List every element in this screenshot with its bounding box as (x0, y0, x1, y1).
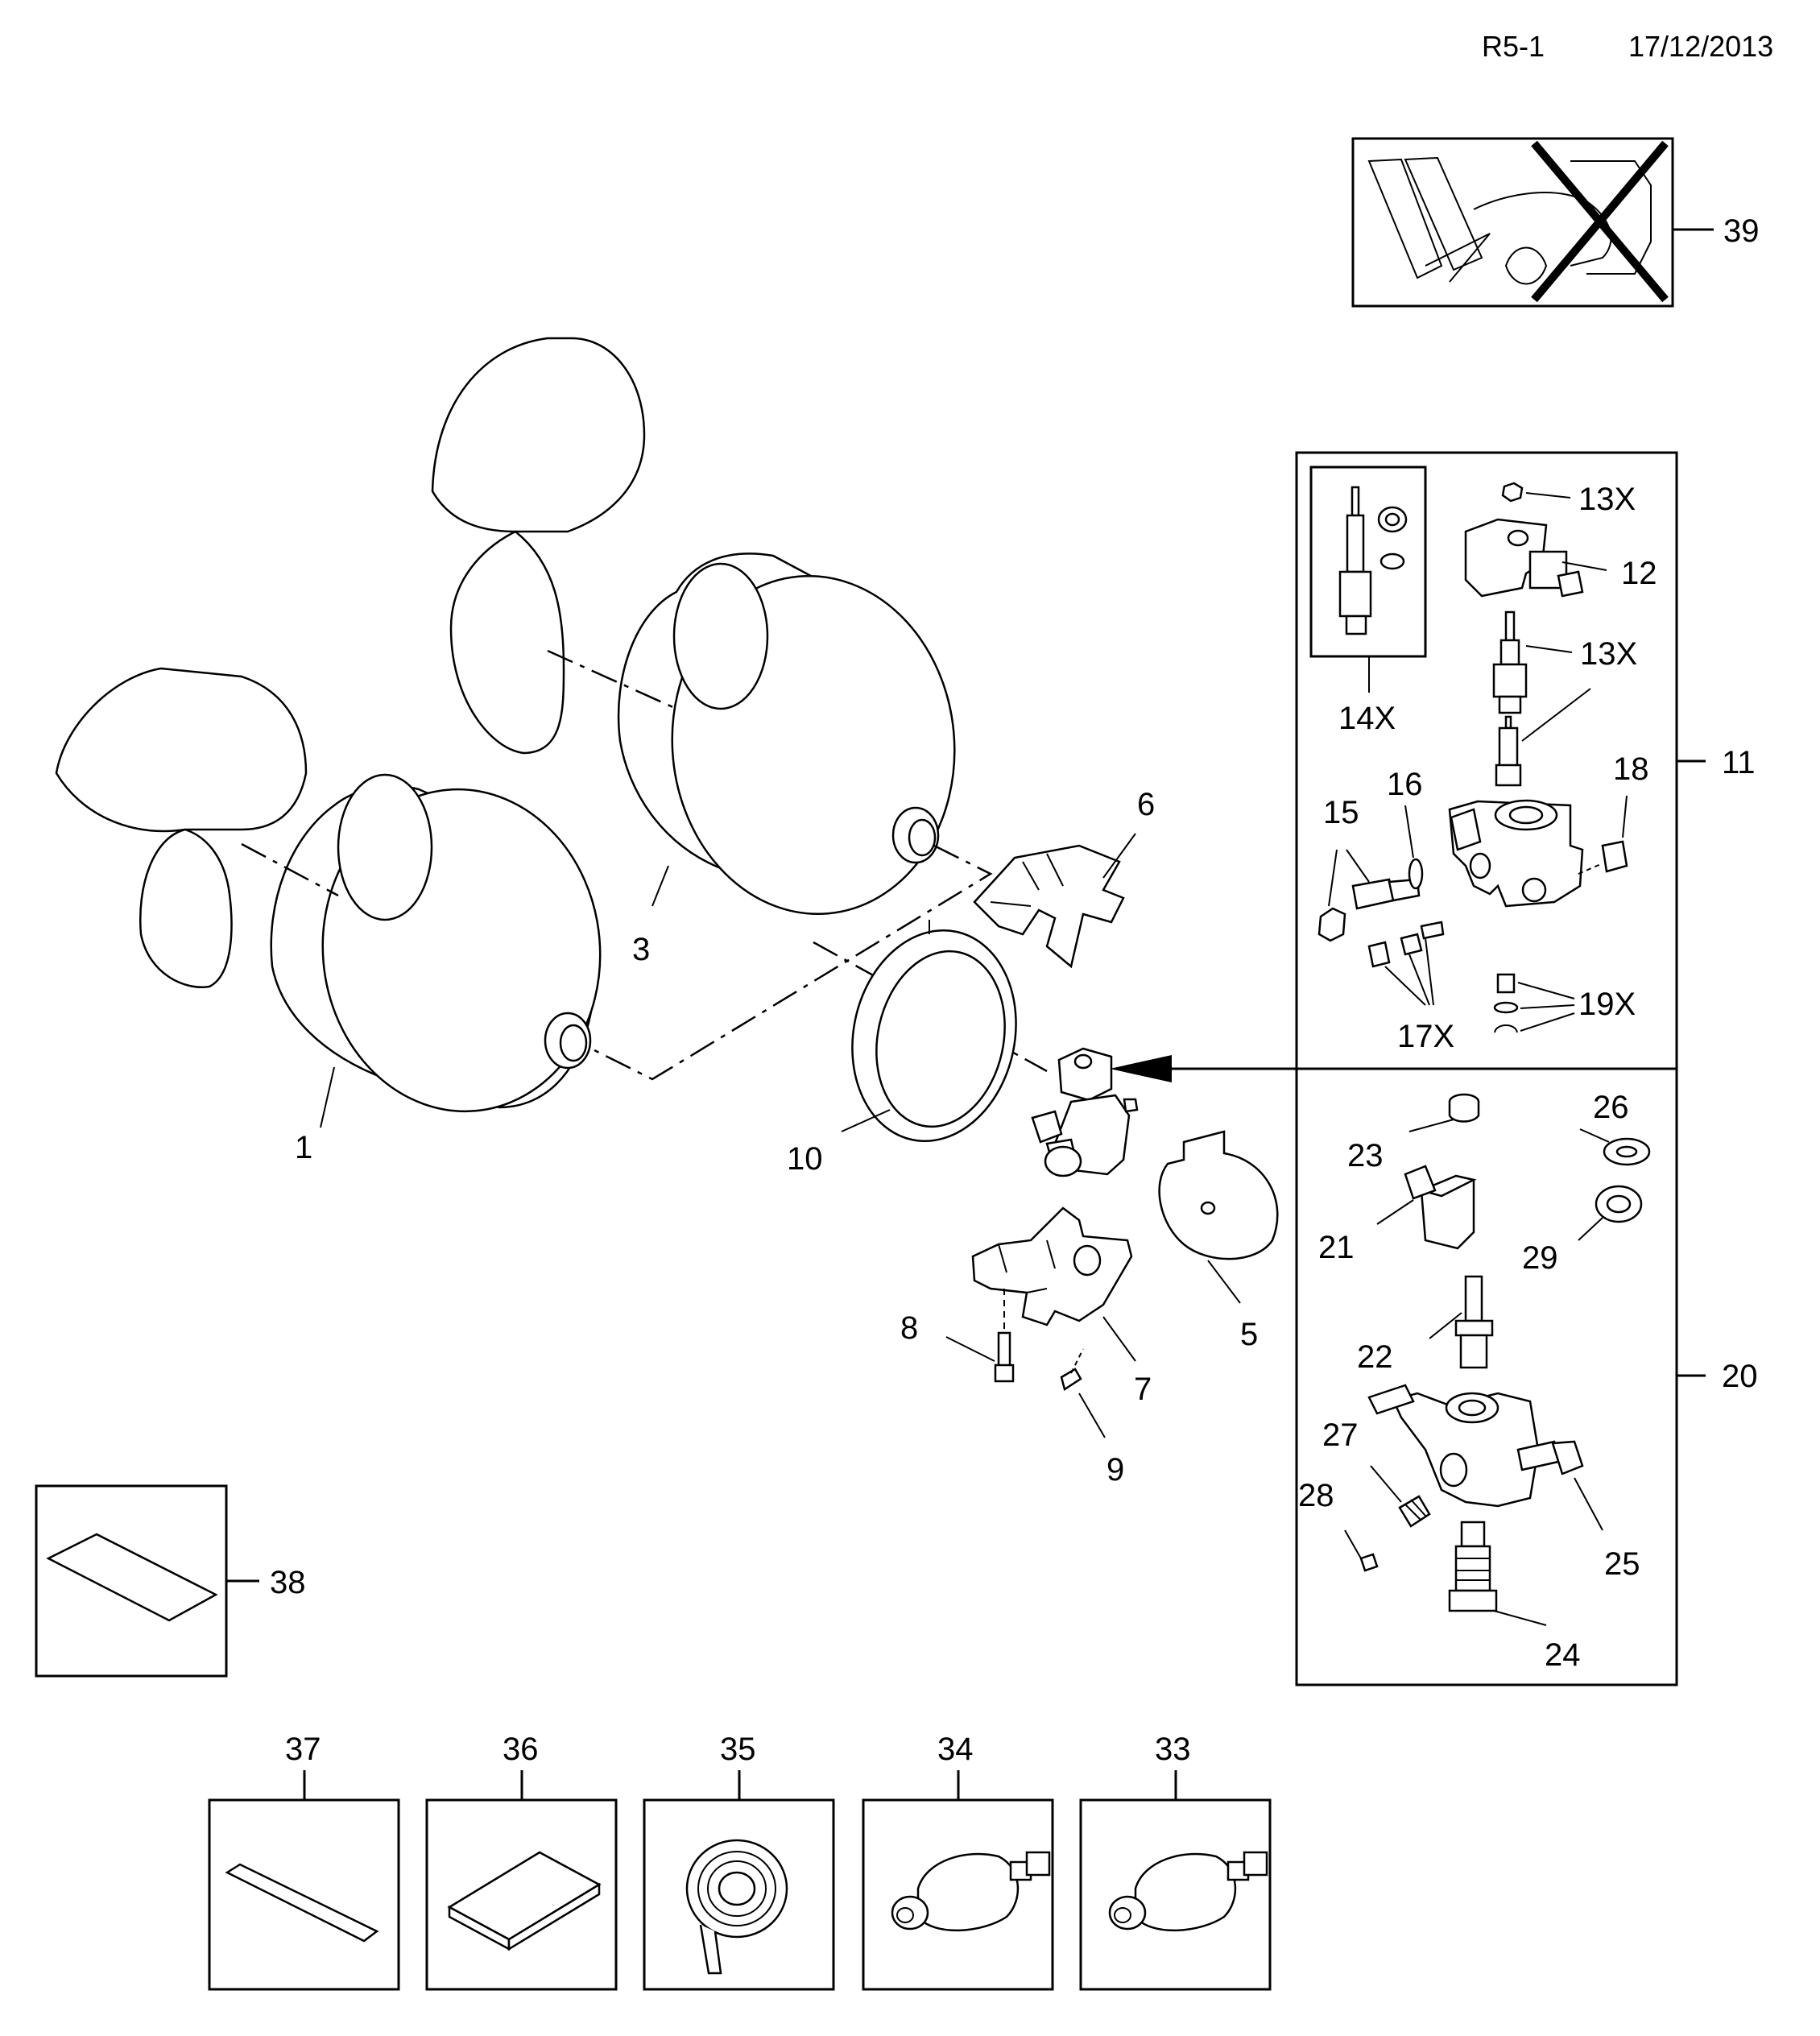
callout-10: 10 (787, 1141, 823, 1177)
gasket-sheet-box (35, 1484, 259, 1678)
callout-38: 38 (270, 1565, 306, 1600)
callout-11: 11 (1722, 745, 1756, 780)
callout-14X: 14X (1338, 701, 1396, 736)
callout-27: 27 (1322, 1417, 1359, 1453)
bearing (1595, 1185, 1643, 1223)
fitting (1317, 878, 1421, 942)
solenoid-coil (1464, 518, 1584, 598)
callout-8: 8 (900, 1310, 918, 1346)
fitting-25 (1516, 1440, 1584, 1475)
valve-insert-24 (1448, 1521, 1498, 1612)
callout-12: 12 (1621, 556, 1657, 591)
plug-washer-clip (1493, 973, 1519, 1033)
callout-21: 21 (1318, 1230, 1355, 1265)
gas-cylinder-upper (431, 337, 956, 916)
callout-33: 33 (1155, 1732, 1191, 1767)
valve-stem (1492, 610, 1528, 714)
accessory-box-33 (1079, 1770, 1272, 1991)
callout-35: 35 (720, 1732, 756, 1767)
callout-26: 26 (1593, 1090, 1629, 1125)
coil-connector (1404, 1165, 1477, 1250)
diagram-date: 17/12/2013 (1628, 30, 1773, 63)
valve-assembly (1031, 1047, 1139, 1177)
callout-36: 36 (503, 1732, 539, 1767)
stem-22 (1454, 1275, 1494, 1369)
nut (1501, 482, 1524, 503)
callout-39: 39 (1723, 213, 1760, 249)
callout-15: 15 (1323, 795, 1359, 830)
callout-29: 29 (1522, 1240, 1558, 1276)
retaining-ring (851, 920, 1017, 1143)
callout-20: 20 (1722, 1359, 1758, 1394)
callout-18: 18 (1613, 751, 1649, 787)
upper-bracket (973, 844, 1125, 969)
plug (1578, 840, 1628, 875)
valve-insert-kit (1309, 466, 1427, 693)
seal (1603, 1137, 1651, 1166)
callout-1: 1 (295, 1130, 312, 1165)
callout-28: 28 (1298, 1478, 1334, 1513)
accessory-box-35 (643, 1770, 835, 1991)
valve-kit-breakdown-box (1295, 451, 1706, 1686)
callout-22: 22 (1357, 1339, 1393, 1375)
callout-5: 5 (1240, 1317, 1258, 1352)
accessory-box-36 (425, 1770, 618, 1991)
accessory-box-34 (862, 1770, 1054, 1991)
callout-34: 34 (937, 1732, 974, 1767)
callout-19X: 19X (1578, 987, 1636, 1022)
seal-ring (1408, 858, 1424, 890)
callout-17X: 17X (1397, 1019, 1454, 1054)
screw (1060, 1348, 1084, 1391)
gas-cylinder-lower (55, 667, 602, 1113)
lower-bracket (971, 1206, 1133, 1326)
pin-set (1367, 921, 1445, 968)
bolt (994, 1289, 1015, 1383)
accessory-box-37 (208, 1770, 400, 1991)
callout-3: 3 (632, 932, 650, 967)
callout-25: 25 (1604, 1546, 1640, 1582)
spring-27 (1398, 1495, 1431, 1528)
superseded-assembly-thumbnail (1351, 137, 1714, 308)
callout-7: 7 (1134, 1372, 1152, 1407)
diagram-reference: R5-1 (1482, 30, 1545, 63)
callout-16: 16 (1387, 767, 1423, 802)
pin-28 (1359, 1553, 1379, 1572)
callout-6: 6 (1137, 787, 1155, 822)
cap (1448, 1093, 1480, 1123)
valve-body-lower (1367, 1384, 1540, 1508)
valve-body-upper (1448, 799, 1584, 908)
shield-plate (1158, 1130, 1279, 1260)
callout-13X-upper: 13X (1578, 482, 1636, 517)
callout-24: 24 (1545, 1637, 1581, 1673)
plunger (1495, 715, 1522, 787)
callout-9: 9 (1106, 1452, 1124, 1488)
callout-13X-lower: 13X (1580, 636, 1637, 672)
callout-23: 23 (1347, 1138, 1384, 1173)
callout-37: 37 (285, 1732, 321, 1767)
